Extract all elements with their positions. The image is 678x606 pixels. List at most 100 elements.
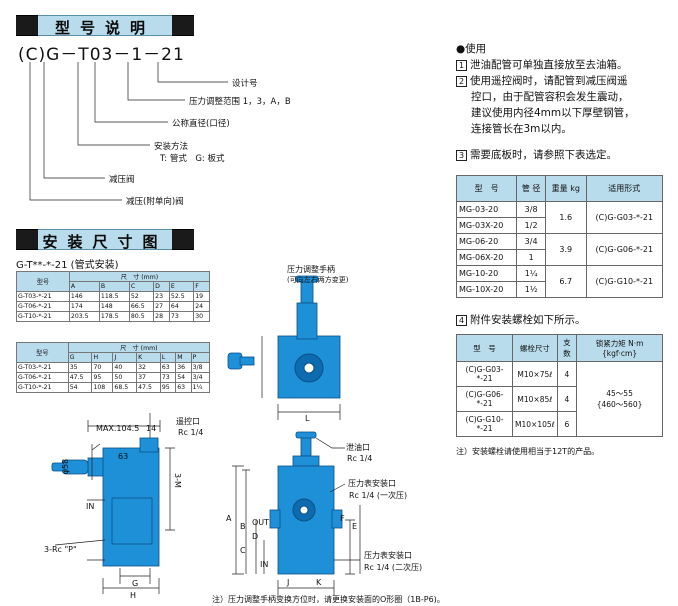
- usage-line: 建议使用内径4mm以下厚壁钢管，: [471, 107, 635, 119]
- cell: 108: [91, 382, 114, 393]
- gauge1-label: 压力表安装口: [348, 479, 396, 488]
- three-rc-label: 3-Rc "P": [44, 545, 77, 554]
- cell: (C)G-G03-*-21: [455, 361, 514, 387]
- dim-c: C: [240, 546, 246, 555]
- cell: G-T10-*-21: [16, 382, 69, 393]
- cell: 3.9: [544, 233, 587, 266]
- cell: MG-10-20: [455, 265, 518, 282]
- callout-mount-method: 安装方法: [154, 142, 189, 152]
- dim-section-subtitle: G-T**-*-21 (管式安装): [16, 260, 119, 271]
- cell: (C)G-G10-*-21: [455, 411, 514, 437]
- dim-phi58: φ58: [61, 458, 71, 475]
- model-section-header: 型号说明: [16, 15, 194, 37]
- cell: 6.7: [544, 265, 587, 298]
- cell: 63: [175, 382, 192, 393]
- cell: MG-10X-20: [455, 281, 518, 298]
- drain-size: Rc 1/4: [347, 454, 373, 463]
- table-row: MG-06-20 3/4 3.9 (C)G-G06-*-21: [455, 233, 664, 266]
- dim-sixty-three: 63: [118, 452, 129, 461]
- dim-fourteen: 14: [146, 424, 157, 433]
- dim-three-m: 3-M: [172, 473, 182, 488]
- usage-line: 控口，由于配管容积会发生震动，: [471, 91, 629, 103]
- cell: M10×105ℓ: [512, 411, 558, 437]
- torque-value: 45～55: [606, 389, 633, 398]
- cell: 80.5: [128, 311, 155, 322]
- callout-check-reducing-valve: 减压(附单向)阀: [126, 197, 184, 207]
- side-view: [232, 431, 361, 596]
- bolt-header: 锁紧力矩 N·m {kgf·cm}: [576, 334, 663, 362]
- adj-handle-label: 压力调整手柄: [287, 265, 335, 274]
- table-row: (C)G-G03-*-21 M10×75ℓ 4 45～55 {460～560}: [455, 361, 663, 437]
- cell: M10×75ℓ: [512, 361, 558, 387]
- cell: 1½: [516, 281, 546, 298]
- table-row: MG-10X-20 1½: [455, 281, 663, 298]
- callout-design-no: 设计号: [232, 79, 258, 89]
- bolt-note-text: 附件安装螺栓如下所示。: [470, 314, 586, 326]
- torque-cell: 45～55 {460～560}: [576, 361, 663, 437]
- dim-max: MAX.104.5: [96, 424, 140, 433]
- dim-section-title: 安装尺寸图: [42, 233, 168, 251]
- cell: 4: [556, 386, 578, 412]
- cell: MG-03X-20: [455, 217, 518, 234]
- remote-port-size: Rc 1/4: [178, 428, 204, 437]
- table-row: (C)G-G10-*-21 M10×105ℓ 6: [455, 411, 663, 437]
- cell: 3/4: [516, 233, 546, 250]
- dim-k: K: [316, 578, 322, 587]
- drain-label: 泄油口: [346, 443, 370, 452]
- bolt-header: 螺栓尺寸: [512, 334, 558, 362]
- usage-line: 使用遥控阀时，请配管到减压阀遥: [470, 75, 628, 87]
- dim-e: E: [352, 522, 358, 531]
- torque-alt: {460～560}: [596, 400, 643, 409]
- usage-num: 1: [456, 60, 467, 71]
- callout-reducing-valve: 减压阀: [109, 175, 135, 185]
- top-view: [277, 275, 341, 420]
- gauge2-size: Rc 1/4 (二次压): [364, 563, 423, 572]
- base-header: 型 号: [455, 175, 518, 202]
- callout-pressure-range: 压力调整范围 1，3，A，B: [189, 97, 291, 107]
- cell: 3/8: [516, 201, 546, 218]
- cell: (C)G-G06-*-21: [455, 386, 514, 412]
- base-header: 管 径: [516, 175, 546, 202]
- dim-section-header: 安装尺寸图: [16, 229, 194, 251]
- callout-nominal-size: 公称直径(口径): [172, 119, 230, 129]
- dim-a: A: [226, 514, 232, 523]
- bolt-note-num: 4: [456, 315, 467, 326]
- cell: MG-06-20: [455, 233, 518, 250]
- dim-f: F: [340, 514, 345, 523]
- dim-b: B: [240, 522, 246, 531]
- cell: 1¼: [190, 382, 211, 393]
- table-row: MG-03-20 3/8 1.6 (C)G-G03-*-21: [455, 201, 664, 234]
- front-view: [51, 413, 175, 594]
- base-header: 适用形式: [585, 175, 664, 202]
- cell: 73: [168, 311, 195, 322]
- dim-d: D: [252, 532, 259, 541]
- bolt-table: 型 号 螺栓尺寸 支数 锁紧力矩 N·m {kgf·cm} (C)G-G03-*…: [455, 334, 663, 437]
- remote-port-label: 遥控口: [176, 417, 200, 426]
- model-section-title: 型号说明: [54, 19, 155, 37]
- usage-line: 泄油配管可单独直接放至去油箱。: [470, 59, 628, 71]
- adj-handle-sub-label: (可向左右两方变更): [287, 276, 349, 284]
- side-in-label: IN: [260, 560, 269, 569]
- base-plate-table: 型 号 管 径 重量 kg 适用形式 MG-03-20 3/8 1.6 (C)G…: [455, 175, 664, 298]
- bolt-header: 型 号: [455, 334, 514, 362]
- dim-j: J: [287, 578, 290, 587]
- gauge2-label: 压力表安装口: [364, 551, 412, 560]
- side-out-label: OUT: [252, 518, 270, 527]
- table-row: MG-10-20 1¼ 6.7 (C)G-G10-*-21: [455, 265, 664, 298]
- cell: MG-03-20: [455, 201, 518, 218]
- front-in-label: IN: [86, 502, 95, 511]
- usage-heading: ●使用: [456, 43, 487, 55]
- cell: (C)G-G03-*-21: [585, 201, 664, 234]
- base-header: 重量 kg: [544, 175, 587, 202]
- cell: M10×85ℓ: [512, 386, 558, 412]
